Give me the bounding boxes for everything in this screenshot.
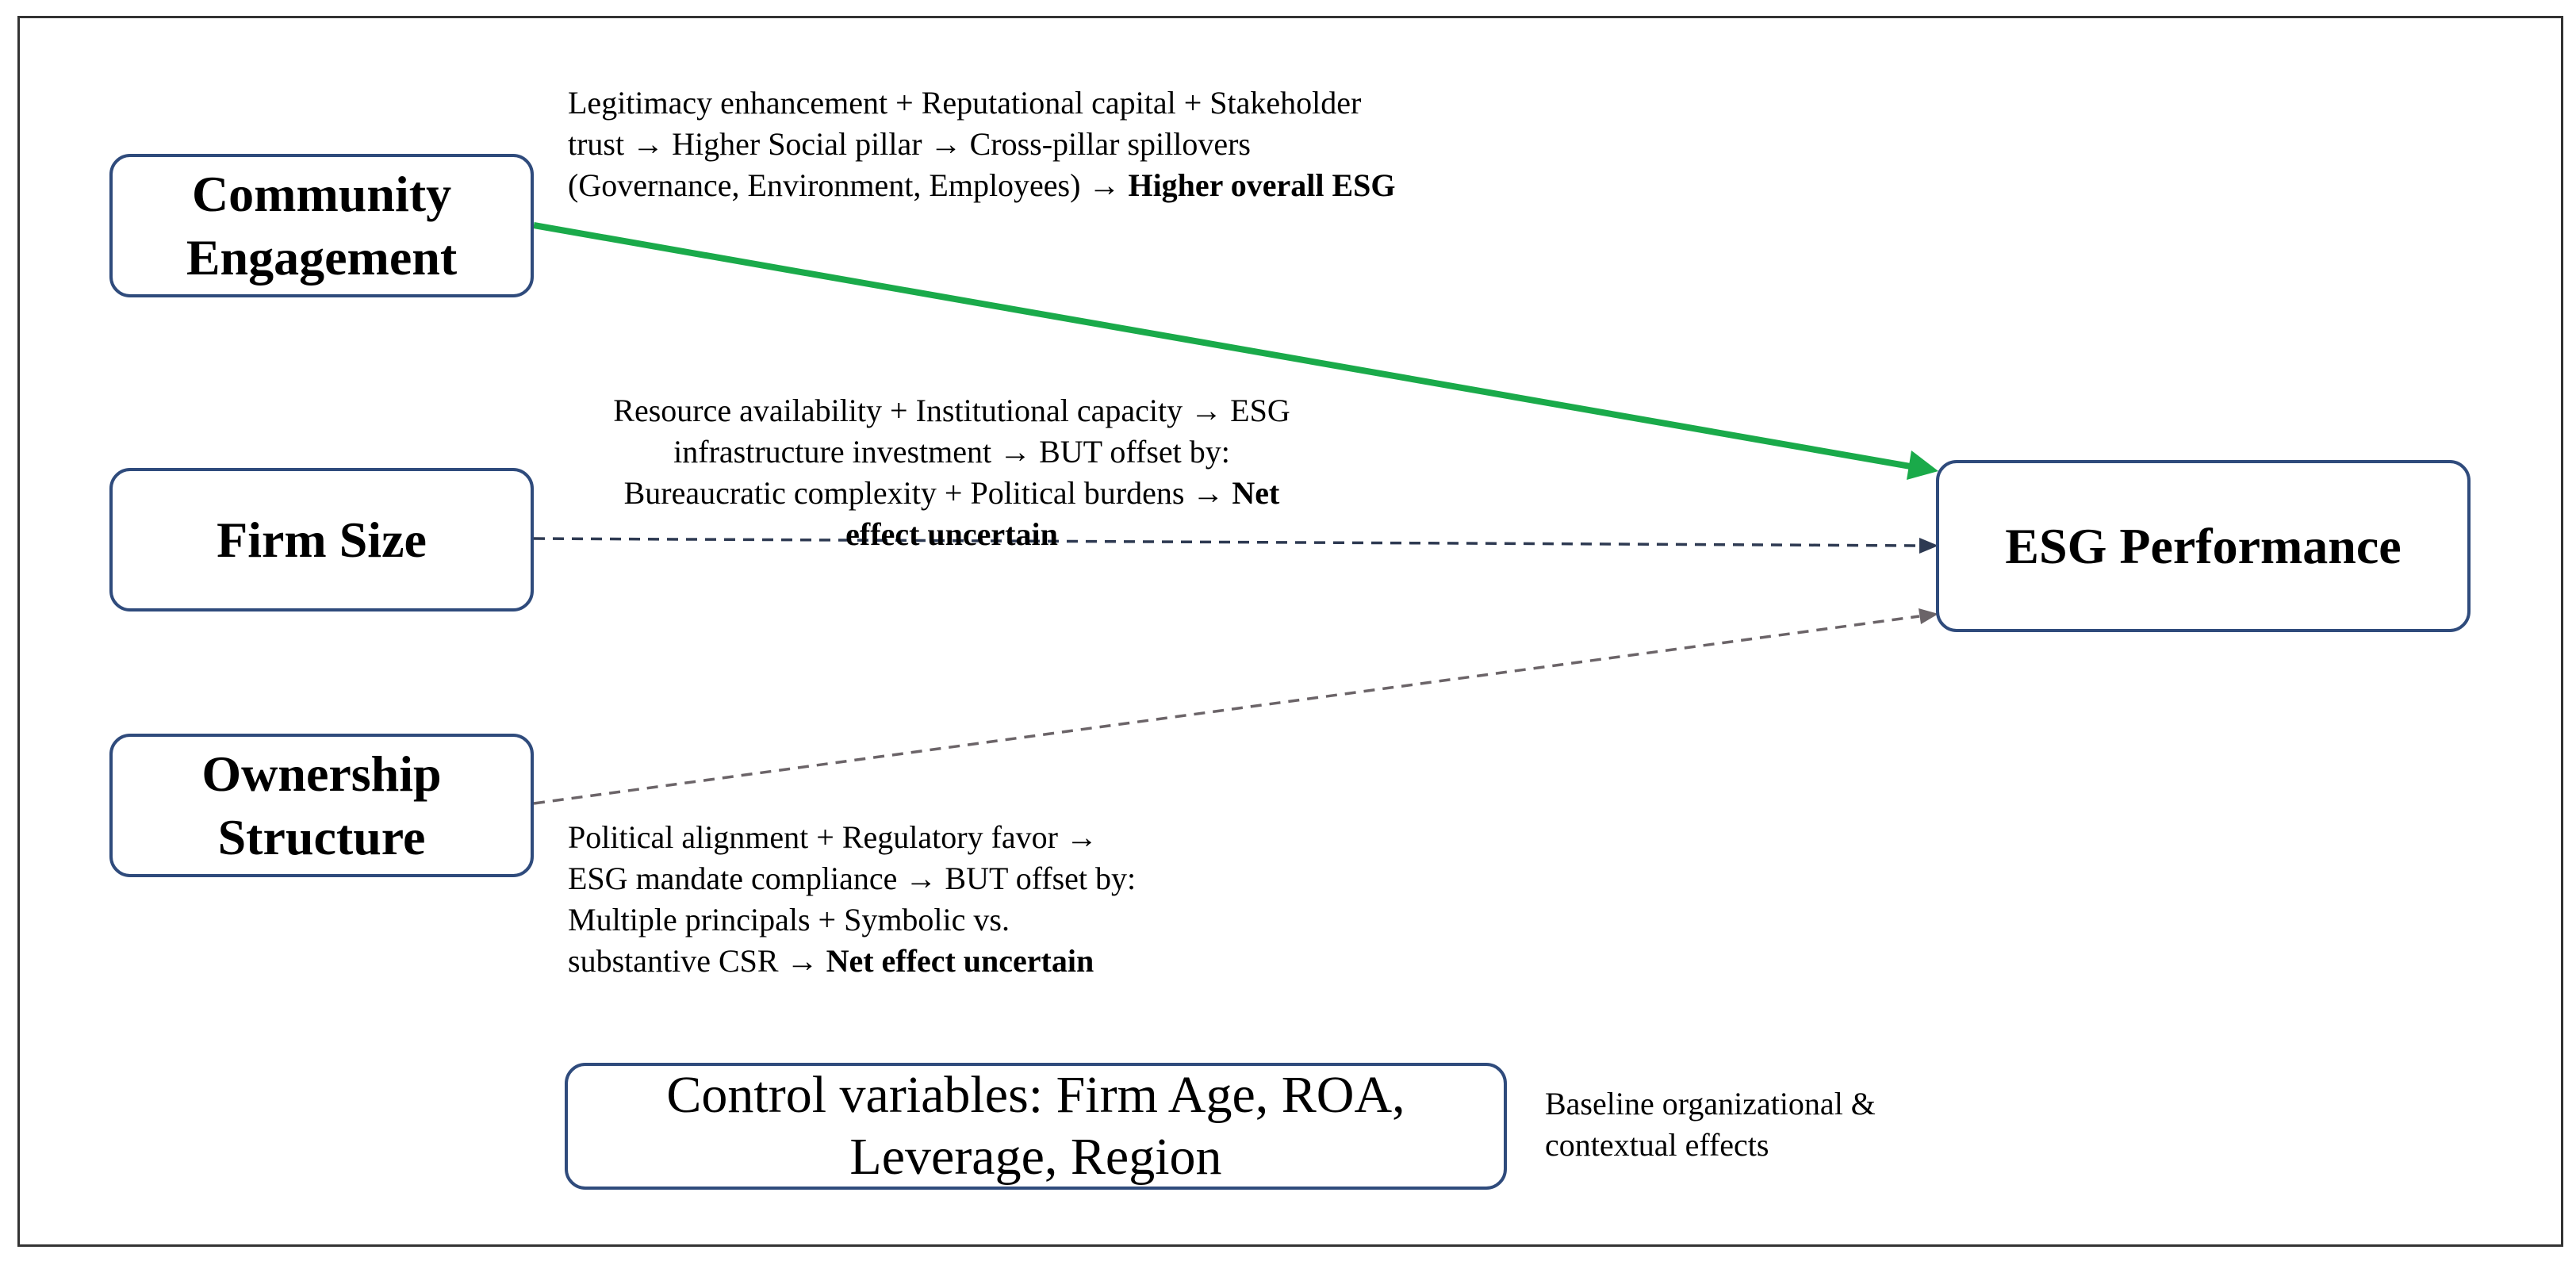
note-community-line2: trust → Higher Social pillar → Cross-pil… xyxy=(568,126,1251,162)
note-community-line3-bold: Higher overall ESG xyxy=(1128,167,1396,203)
note-ownership-line4-bold: Net effect uncertain xyxy=(826,943,1094,979)
note-community-line3-text: (Governance, Environment, Employees) → xyxy=(568,167,1129,203)
node-esg-label: ESG Performance xyxy=(2005,517,2402,574)
note-community-line3: (Governance, Environment, Employees) → H… xyxy=(568,165,1567,206)
node-firm-size: Firm Size xyxy=(109,468,534,611)
edge-community-to-esg xyxy=(533,222,1938,480)
node-firm-size-label: Firm Size xyxy=(217,511,427,568)
node-ownership-line1: Ownership xyxy=(201,745,442,802)
node-community-line2: Engagement xyxy=(186,228,458,286)
note-control-line2: contextual effects xyxy=(1545,1127,1769,1163)
note-ownership-line3: Multiple principals + Symbolic vs. xyxy=(568,902,1010,937)
note-firmsize-line1: Resource availability + Institutional ca… xyxy=(613,393,1290,428)
node-community-line1: Community xyxy=(191,165,452,222)
node-ownership-line2: Structure xyxy=(217,808,426,865)
note-ownership-line1: Political alignment + Regulatory favor → xyxy=(568,819,1098,855)
node-community-engagement: Community Engagement xyxy=(109,154,534,297)
node-control-variables: Control variables: Firm Age, ROA, Levera… xyxy=(565,1063,1507,1190)
note-control-line1: Baseline organizational & xyxy=(1545,1086,1876,1121)
note-ownership-line2: ESG mandate compliance → BUT offset by: xyxy=(568,861,1137,896)
note-firm-size-mechanism: Resource availability + Institutional ca… xyxy=(555,390,1348,555)
figure-frame xyxy=(17,16,2563,1247)
note-control-effects: Baseline organizational & contextual eff… xyxy=(1545,1083,1989,1166)
node-ownership-structure: Ownership Structure xyxy=(109,734,534,877)
note-firmsize-line4: effect uncertain xyxy=(555,514,1348,555)
note-ownership-line4: substantive CSR → Net effect uncertain xyxy=(568,941,1282,982)
node-control-line1: Control variables: Firm Age, ROA, xyxy=(666,1066,1405,1124)
note-firmsize-line3-text: Bureaucratic complexity + Political burd… xyxy=(623,475,1232,511)
note-firmsize-line4-bold: effect uncertain xyxy=(845,516,1058,552)
note-firmsize-line2: infrastructure investment → BUT offset b… xyxy=(673,434,1230,470)
note-firmsize-line3-bold: Net xyxy=(1232,475,1280,511)
node-esg-performance: ESG Performance xyxy=(1936,460,2471,632)
note-community-line1: Legitimacy enhancement + Reputational ca… xyxy=(568,85,1362,121)
edge-ownership-to-esg xyxy=(533,608,1938,805)
edge-firmsize-to-esg xyxy=(533,537,1938,554)
node-control-line2: Leverage, Region xyxy=(849,1128,1222,1186)
note-community-mechanism: Legitimacy enhancement + Reputational ca… xyxy=(568,82,1567,206)
note-ownership-mechanism: Political alignment + Regulatory favor →… xyxy=(568,817,1282,982)
note-firmsize-line3: Bureaucratic complexity + Political burd… xyxy=(555,473,1348,514)
note-ownership-line4-text: substantive CSR → xyxy=(568,943,826,979)
